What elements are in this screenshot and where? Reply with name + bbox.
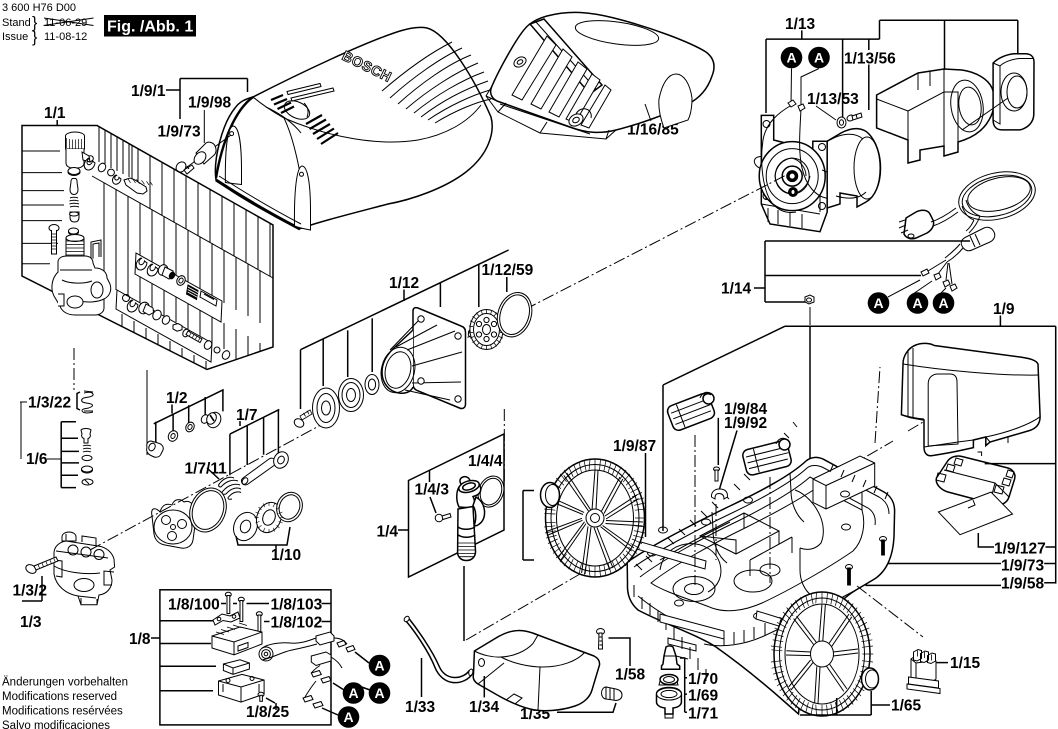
- svg-text:1/14: 1/14: [721, 281, 752, 298]
- svg-text:Issue: Issue: [2, 31, 28, 43]
- svg-text:1/9/92: 1/9/92: [724, 415, 767, 432]
- svg-text:1/8/100: 1/8/100: [168, 597, 220, 614]
- svg-text:A: A: [814, 50, 824, 66]
- svg-text:A: A: [786, 50, 796, 66]
- svg-text:1/9/58: 1/9/58: [1001, 576, 1044, 593]
- svg-text:1/6: 1/6: [26, 451, 48, 468]
- svg-text:1/2: 1/2: [166, 390, 188, 407]
- svg-text:A: A: [873, 295, 883, 311]
- svg-text:1/71: 1/71: [688, 706, 719, 723]
- svg-text:A: A: [912, 295, 922, 311]
- svg-text:A: A: [343, 709, 353, 725]
- svg-text:1/7: 1/7: [236, 407, 258, 424]
- svg-text:}: }: [32, 15, 38, 32]
- svg-text:1/12: 1/12: [389, 275, 419, 292]
- svg-text:1/12/59: 1/12/59: [482, 262, 534, 279]
- svg-text:1/34: 1/34: [469, 699, 500, 716]
- svg-text:1/7/11: 1/7/11: [185, 461, 228, 478]
- svg-text:1/13/56: 1/13/56: [844, 51, 896, 68]
- svg-text:3 600 H76 D00: 3 600 H76 D00: [2, 2, 76, 14]
- svg-text:1/13: 1/13: [785, 16, 816, 33]
- svg-text:1/3: 1/3: [20, 614, 42, 631]
- svg-text:Modifications resérvées: Modifications resérvées: [2, 706, 123, 718]
- svg-text:A: A: [374, 658, 384, 674]
- svg-text:1/69: 1/69: [688, 688, 719, 705]
- svg-text:A: A: [938, 295, 948, 311]
- svg-text:Fig. /Abb. 1: Fig. /Abb. 1: [107, 19, 193, 36]
- svg-text:1/9/1: 1/9/1: [131, 83, 166, 100]
- svg-text:Stand: Stand: [2, 17, 31, 29]
- svg-text:A: A: [374, 685, 384, 701]
- svg-text:1/4/3: 1/4/3: [415, 482, 450, 499]
- svg-text:Modifications reserved: Modifications reserved: [2, 691, 117, 703]
- svg-text:1/65: 1/65: [891, 698, 922, 715]
- svg-text:1/9: 1/9: [993, 301, 1015, 318]
- svg-text:1/9/73: 1/9/73: [1001, 558, 1044, 575]
- svg-text:1/8/102: 1/8/102: [271, 615, 323, 632]
- svg-text:1/9/84: 1/9/84: [724, 401, 767, 418]
- svg-text:1/9/87: 1/9/87: [613, 438, 656, 455]
- svg-text:1/70: 1/70: [688, 671, 718, 688]
- svg-text:1/33: 1/33: [405, 699, 436, 716]
- svg-text:1/4/4: 1/4/4: [468, 453, 503, 470]
- svg-text:11-08-12: 11-08-12: [44, 31, 87, 43]
- svg-text:1/3/22: 1/3/22: [28, 395, 71, 412]
- svg-text:1/8/103: 1/8/103: [271, 597, 323, 614]
- svg-text:1/9/73: 1/9/73: [158, 124, 201, 141]
- svg-text:1/9/98: 1/9/98: [188, 95, 231, 112]
- svg-text:A: A: [348, 685, 358, 701]
- svg-text:Salvo modificaciones: Salvo modificaciones: [2, 720, 110, 729]
- svg-text:1/13/53: 1/13/53: [807, 91, 859, 108]
- svg-text:1/8: 1/8: [129, 631, 151, 648]
- svg-text:1/15: 1/15: [950, 655, 981, 672]
- svg-text:1/58: 1/58: [615, 667, 646, 684]
- svg-text:1/1: 1/1: [44, 105, 66, 122]
- svg-text:1/10: 1/10: [271, 547, 301, 564]
- svg-text:Änderungen vorbehalten: Änderungen vorbehalten: [2, 677, 128, 689]
- svg-text:1/3/2: 1/3/2: [13, 583, 47, 600]
- svg-text:}: }: [32, 29, 38, 46]
- svg-text:1/4: 1/4: [377, 524, 399, 541]
- svg-text:1/8/25: 1/8/25: [246, 704, 289, 721]
- svg-text:1/9/127: 1/9/127: [994, 541, 1046, 558]
